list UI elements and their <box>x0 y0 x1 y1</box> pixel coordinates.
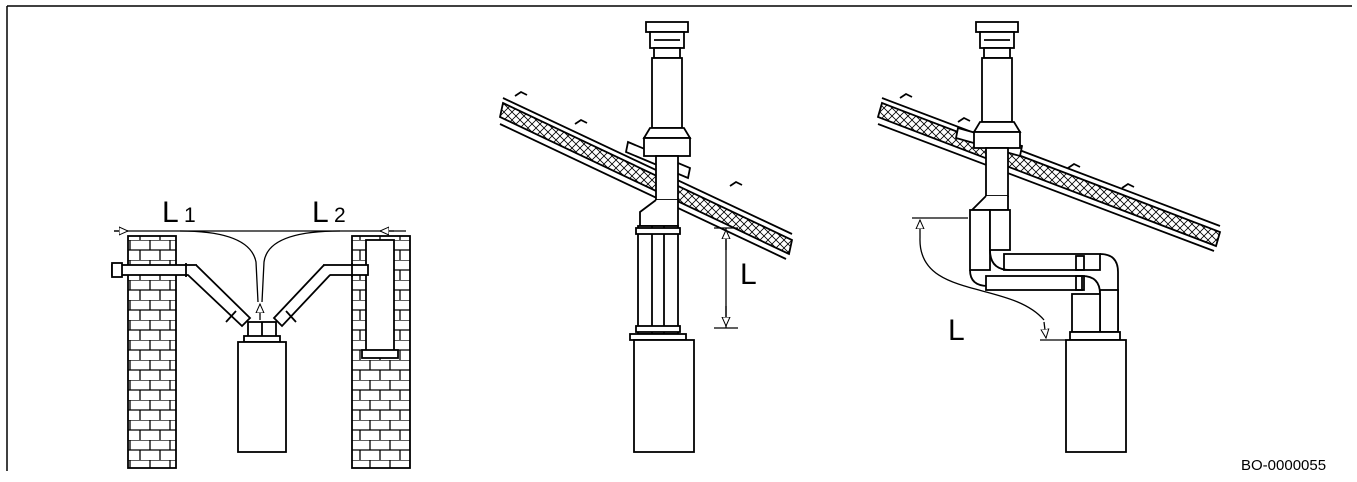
right-boiler <box>1065 339 1127 453</box>
right-diagram <box>876 21 1222 453</box>
middle-length-label: L <box>740 258 757 291</box>
frame <box>6 5 1352 471</box>
right-length-label: L <box>312 196 329 229</box>
left-length-label: L <box>162 196 179 229</box>
reference-code: BO-0000055 <box>1241 457 1326 474</box>
middle-extension-pipe <box>637 225 679 335</box>
right-length-index: 2 <box>334 204 346 227</box>
left-boiler <box>237 341 287 453</box>
middle-diagram <box>498 21 794 453</box>
right-diagram-length-label: L <box>948 314 965 347</box>
right-horizontal-pipe-upper <box>1003 253 1101 271</box>
left-length-index: 1 <box>184 204 196 227</box>
middle-roof <box>498 101 794 256</box>
right-roof <box>876 101 1222 248</box>
chimney-shaft <box>365 239 395 355</box>
middle-terminal-pipe <box>651 57 683 129</box>
right-wall-pipe <box>323 264 369 276</box>
right-terminal-pipe <box>981 57 1013 123</box>
right-horizontal-pipe-lower <box>985 275 1083 291</box>
left-diagram <box>111 231 411 469</box>
left-wall-pipe <box>111 264 197 276</box>
middle-boiler <box>633 339 695 453</box>
